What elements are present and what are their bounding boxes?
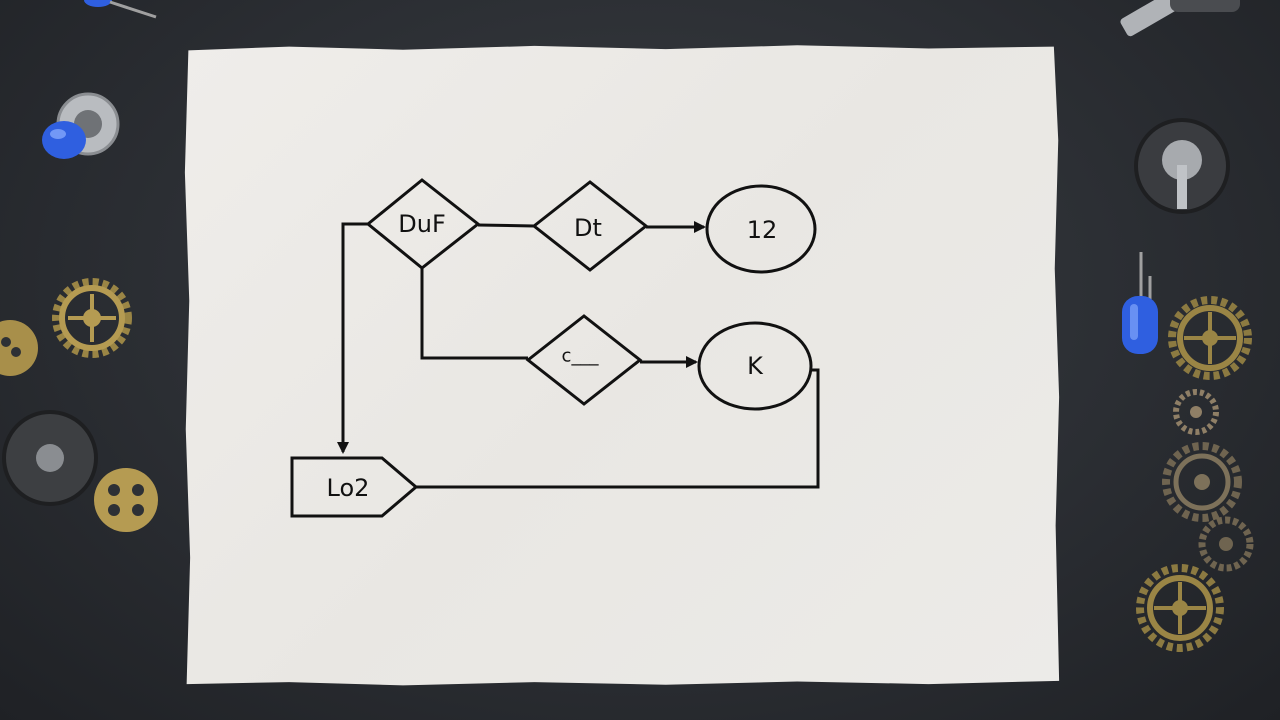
label-lo2: Lo2 xyxy=(326,474,370,502)
gear-icon xyxy=(94,468,158,532)
gear-icon xyxy=(1168,296,1252,380)
gear-icon xyxy=(1162,442,1242,522)
label-c: c___ xyxy=(561,345,599,367)
gear-icon xyxy=(52,278,132,358)
led-icon xyxy=(84,0,157,19)
gear-icon xyxy=(1173,389,1219,435)
terminal-12 xyxy=(705,184,817,274)
label-k: K xyxy=(747,352,763,380)
terminal-k xyxy=(697,321,813,411)
decision-duf xyxy=(365,178,481,270)
label-duf: DuF xyxy=(398,210,446,238)
knob-icon xyxy=(1134,118,1230,214)
led-icon xyxy=(1122,252,1158,354)
process-lo2 xyxy=(290,456,419,518)
knob-icon xyxy=(2,410,98,506)
edge-duf-c xyxy=(420,268,528,360)
edge-k-lo2 xyxy=(416,368,820,489)
edge-duf-dt xyxy=(477,223,535,228)
gear-icon xyxy=(1198,516,1254,572)
label-dt: Dt xyxy=(574,214,602,242)
edge-start-lo2 xyxy=(337,222,368,454)
led-icon xyxy=(42,92,120,159)
gear-icon xyxy=(1136,564,1224,652)
screw-icon xyxy=(1120,0,1240,37)
label-12: 12 xyxy=(746,216,778,244)
decision-c xyxy=(525,314,643,406)
gear-icon xyxy=(0,320,38,376)
paper-sheet xyxy=(184,45,1060,686)
